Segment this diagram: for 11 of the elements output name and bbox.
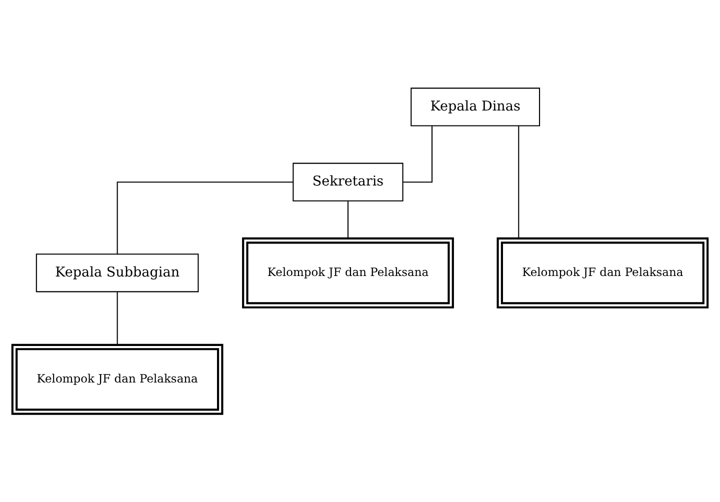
node-box: Kelompok JF dan Pelaksana: [496, 237, 709, 308]
connector: [347, 200, 349, 238]
node-box: Kepala Dinas: [410, 88, 540, 126]
connector: [403, 126, 433, 183]
node-box: Kelompok JF dan Pelaksana: [242, 237, 454, 308]
node-box: Sekretaris: [292, 162, 404, 202]
connector: [518, 126, 520, 238]
connector: [116, 292, 118, 345]
node-box: Kelompok JF dan Pelaksana: [11, 344, 224, 415]
connector: [116, 182, 294, 254]
node-box: Kepala Subbagian: [36, 254, 199, 292]
